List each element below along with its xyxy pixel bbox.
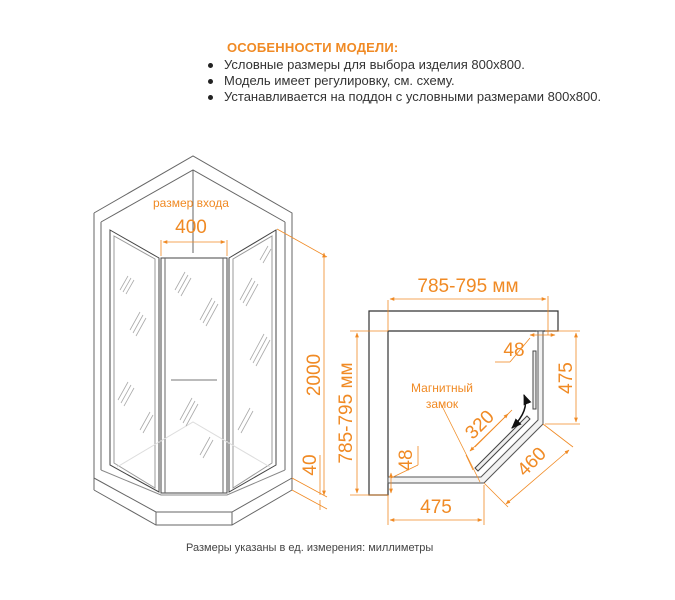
adjust-top-value: 48 [503,340,524,361]
bullet-icon [208,63,213,68]
tray-height-value: 40 [300,454,321,475]
adjust-left-value: 48 [396,449,417,470]
swing-arrow-icon [511,394,532,429]
entry-size-label: размер входа [153,196,229,210]
units-footnote: Размеры указаны в ед. измерения: миллиме… [186,542,434,554]
features-list: Условные размеры для выбора изделия 800х… [205,57,601,105]
side-right-value: 475 [556,362,577,394]
side-bottom-value: 475 [420,497,452,518]
isometric-view [93,155,293,526]
entry-width-value: 400 [175,217,207,238]
magnet-label-line1: Магнитный [411,381,473,395]
plan-dimensions [350,296,580,525]
bullet-icon [208,79,213,84]
plan-depth-value: 785-795 мм [336,362,357,463]
glass-hatching [117,245,272,459]
door-value: 320 [461,406,498,443]
height-value: 2000 [304,354,325,396]
plan-width-value: 785-795 мм [417,276,518,297]
diagonal-value: 460 [513,443,550,480]
features-title: ОСОБЕННОСТИ МОДЕЛИ: [227,40,399,55]
magnet-label-line2: замок [426,397,459,411]
feature-item: Условные размеры для выбора изделия 800х… [205,57,601,73]
feature-item: Модель имеет регулировку, см. схему. [205,73,601,89]
feature-item: Устанавливается на поддон с условными ра… [205,89,601,105]
isometric-dimensions: размер входа 400 2000 40 [153,196,328,510]
bullet-icon [208,95,213,100]
